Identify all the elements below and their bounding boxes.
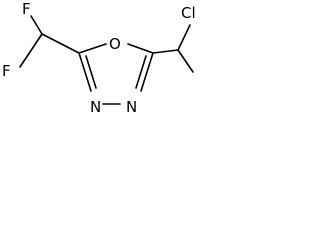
- bond-c5-chcl: [152, 49, 179, 54]
- nitrogen-right-label: N: [126, 98, 137, 116]
- bond-n4-c5: [140, 52, 154, 92]
- bond-chcl-ch3: [177, 49, 194, 73]
- bond-c2-n3: [78, 52, 92, 92]
- bond-f-left-chf2: [19, 33, 43, 68]
- fluorine-top-label: F: [22, 0, 31, 18]
- oxygen-label: O: [109, 35, 121, 53]
- chlorine-label: Cl: [181, 4, 196, 22]
- structure-canvas: F F O N N Cl: [0, 0, 208, 126]
- bond-n4-c5-double: [135, 55, 147, 89]
- bond-o-c5: [127, 43, 154, 54]
- bond-c2-o: [78, 43, 107, 54]
- fluorine-left-label: F: [2, 62, 11, 80]
- molecule-structure: F F O N N Cl: [2, 0, 196, 116]
- bond-chf2-c2: [41, 33, 80, 54]
- bond-f-top-chf2: [30, 15, 43, 35]
- bond-c2-n3-double: [85, 55, 97, 89]
- nitrogen-left-label: N: [90, 98, 101, 116]
- bond-chcl-cl: [177, 24, 191, 51]
